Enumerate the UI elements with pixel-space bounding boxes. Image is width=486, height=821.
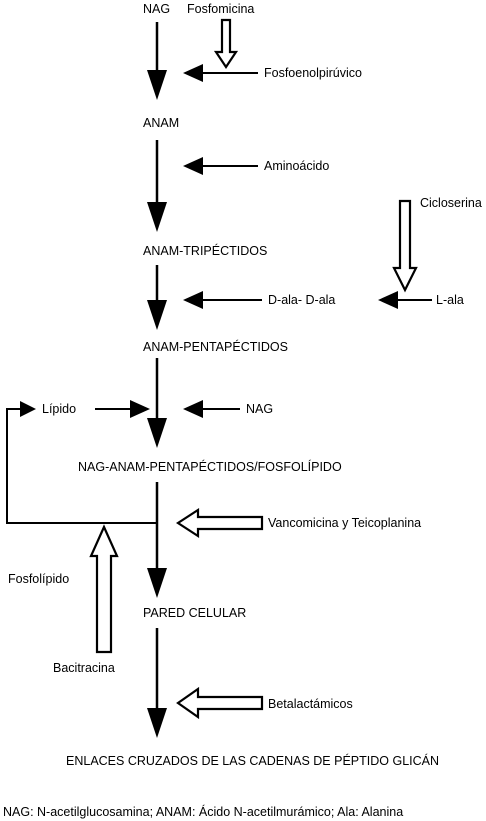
lipid-recycle-arrowhead — [20, 401, 36, 417]
label-lipido: Lípido — [42, 402, 76, 416]
fosfomicina-inhibitor-arrow — [213, 18, 239, 69]
lipido-arrowhead — [130, 400, 150, 418]
label-bacitracina: Bacitracina — [53, 661, 115, 675]
aminoacido-arrowhead — [183, 157, 203, 175]
flow-arrowhead-1 — [147, 70, 167, 100]
node-enlaces-cruzados: ENLACES CRUZADOS DE LAS CADENAS DE PÉPTI… — [66, 753, 439, 768]
label-nag-input: NAG — [246, 402, 273, 416]
label-d-ala-d-ala: D-ala- D-ala — [268, 293, 335, 307]
flow-arrowhead-3 — [147, 300, 167, 330]
label-betalactamicos: Betalactámicos — [268, 697, 353, 711]
node-nag: NAG — [143, 2, 170, 16]
node-pared-celular: PARED CELULAR — [143, 606, 246, 620]
label-fosfolipido: Fosfolípido — [8, 572, 69, 586]
vancomicina-inhibitor-arrow — [175, 507, 264, 539]
label-vancomicina-teicoplanina: Vancomicina y Teicoplanina — [268, 516, 421, 530]
label-fosfomicina: Fosfomicina — [187, 2, 254, 16]
footnote: NAG: N-acetilglucosamina; ANAM: Ácido N-… — [3, 804, 403, 819]
d-ala-arrowhead — [183, 291, 203, 309]
flow-arrowhead-2 — [147, 202, 167, 232]
flow-arrowhead-6 — [147, 708, 167, 738]
cicloserina-inhibitor-arrow — [392, 199, 418, 293]
l-ala-arrowhead — [378, 291, 398, 309]
label-l-ala: L-ala — [436, 293, 464, 307]
main-flow — [147, 22, 167, 738]
betalactamicos-inhibitor-arrow — [176, 686, 264, 720]
node-anam-tripectidos: ANAM-TRIPÉCTIDOS — [143, 243, 267, 258]
label-cicloserina: Cicloserina — [420, 196, 482, 210]
flow-arrowhead-5 — [147, 568, 167, 598]
lipid-recycle-loop — [6, 408, 157, 524]
nag-input-arrowhead — [183, 400, 203, 418]
label-fosfoenolpiruvico: Fosfoenolpirúvico — [264, 66, 362, 80]
label-aminoacido: Aminoácido — [264, 159, 329, 173]
node-anam-pentapectidos: ANAM-PENTAPÉCTIDOS — [143, 339, 288, 354]
node-anam: ANAM — [143, 116, 179, 130]
bacitracina-inhibitor-arrow — [89, 524, 119, 654]
node-nag-anam-pentapectidos-fosfolipido: NAG-ANAM-PENTAPÉCTIDOS/FOSFOLÍPIDO — [78, 459, 342, 474]
fosfoenolpiruvico-arrowhead — [183, 64, 203, 82]
flow-arrowhead-4 — [147, 418, 167, 448]
